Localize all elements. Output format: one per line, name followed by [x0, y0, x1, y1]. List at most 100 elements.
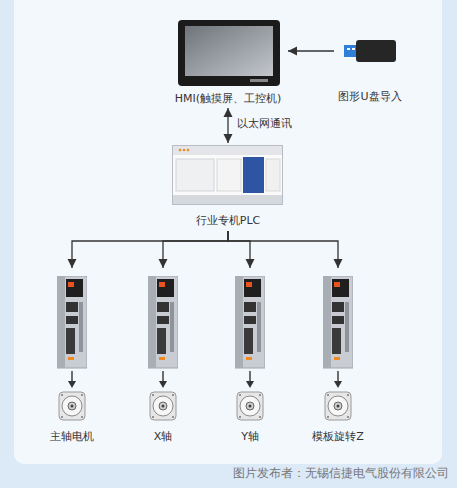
art-part — [162, 371, 163, 382]
art-part — [244, 302, 256, 312]
art-part — [71, 405, 74, 408]
art-part — [157, 316, 169, 324]
art-part — [235, 276, 243, 368]
art-part — [356, 40, 396, 62]
art-part — [239, 394, 241, 396]
art-part — [244, 328, 253, 354]
edge-label: 以太网通讯 — [237, 117, 292, 131]
art-part — [68, 357, 74, 360]
art-part — [172, 416, 174, 418]
art-part — [332, 302, 344, 312]
art-part — [352, 48, 355, 50]
col-illustration — [323, 276, 353, 422]
art-part — [187, 149, 190, 152]
art-part — [347, 394, 349, 396]
art-part — [334, 357, 340, 360]
art-part — [334, 381, 342, 388]
node-label: 模板旋转Z — [288, 430, 388, 444]
art-part — [332, 279, 349, 297]
art-part — [246, 357, 252, 360]
node-box: 图形U盘导入 — [334, 30, 406, 108]
node-box: X轴 — [123, 268, 203, 448]
art-part — [79, 302, 83, 352]
art-part — [345, 302, 349, 352]
usb-illustration — [344, 40, 396, 62]
art-part — [327, 394, 329, 396]
art-part — [185, 26, 273, 76]
art-part — [148, 276, 178, 368]
connector — [228, 231, 338, 268]
art-part — [68, 402, 76, 410]
art-part — [148, 276, 156, 368]
plc-illustration — [172, 145, 283, 205]
art-part — [257, 302, 261, 352]
art-part — [249, 371, 250, 382]
art-part — [159, 357, 165, 360]
art-part — [266, 159, 280, 191]
connector — [228, 231, 250, 268]
art-part — [173, 195, 282, 204]
art-part — [170, 302, 174, 352]
art-part — [334, 282, 340, 287]
art-part — [159, 402, 167, 410]
art-part — [157, 302, 169, 312]
art-part — [152, 416, 154, 418]
art-part — [59, 392, 85, 420]
connector — [72, 231, 228, 268]
node-box: 主轴电机 — [32, 268, 112, 448]
art-part — [347, 416, 349, 418]
node-box: Y轴 — [210, 268, 290, 448]
art-part — [62, 396, 82, 416]
art-part — [159, 282, 165, 287]
art-part — [323, 276, 331, 368]
art-part — [68, 282, 74, 287]
art-part — [179, 149, 182, 152]
node-label: 主轴电机 — [22, 430, 122, 444]
art-part — [244, 316, 256, 324]
art-part — [61, 394, 63, 396]
art-part — [344, 45, 357, 57]
art-part — [57, 276, 87, 368]
art-part — [244, 279, 261, 297]
node-box: HMI(触摸屏、工控机) — [168, 16, 288, 108]
art-part — [81, 416, 83, 418]
art-part — [157, 279, 174, 297]
art-part — [327, 416, 329, 418]
art-part — [66, 328, 75, 354]
connector — [227, 108, 228, 143]
art-part — [347, 48, 350, 50]
art-part — [173, 146, 282, 155]
node-label: HMI(触摸屏、工控机) — [158, 92, 298, 106]
caption-text: 图片发布者：无锡信捷电气股份有限公司 — [233, 465, 449, 481]
art-part — [68, 381, 76, 388]
art-part — [323, 276, 353, 368]
col-illustration — [148, 276, 178, 422]
art-part — [250, 79, 268, 82]
art-part — [246, 381, 254, 388]
art-part — [172, 394, 174, 396]
art-part — [337, 405, 340, 408]
art-part — [61, 416, 63, 418]
art-part — [159, 381, 167, 388]
node-label: Y轴 — [200, 430, 300, 444]
art-part — [183, 149, 186, 152]
art-part — [173, 146, 283, 205]
art-part — [246, 282, 252, 287]
art-part — [57, 276, 65, 368]
art-part — [334, 402, 342, 410]
art-part — [66, 302, 78, 312]
art-part — [66, 279, 83, 297]
hmi-illustration — [178, 20, 280, 86]
art-part — [332, 328, 341, 354]
art-part — [239, 416, 241, 418]
art-part — [240, 396, 260, 416]
art-part — [71, 371, 72, 382]
art-part — [152, 394, 154, 396]
connector — [288, 50, 334, 51]
node-box: 行业专机PLC — [166, 143, 290, 231]
node-box: 模板旋转Z — [298, 268, 378, 448]
col-illustration — [235, 276, 265, 422]
art-part — [81, 394, 83, 396]
node-label: X轴 — [113, 430, 213, 444]
